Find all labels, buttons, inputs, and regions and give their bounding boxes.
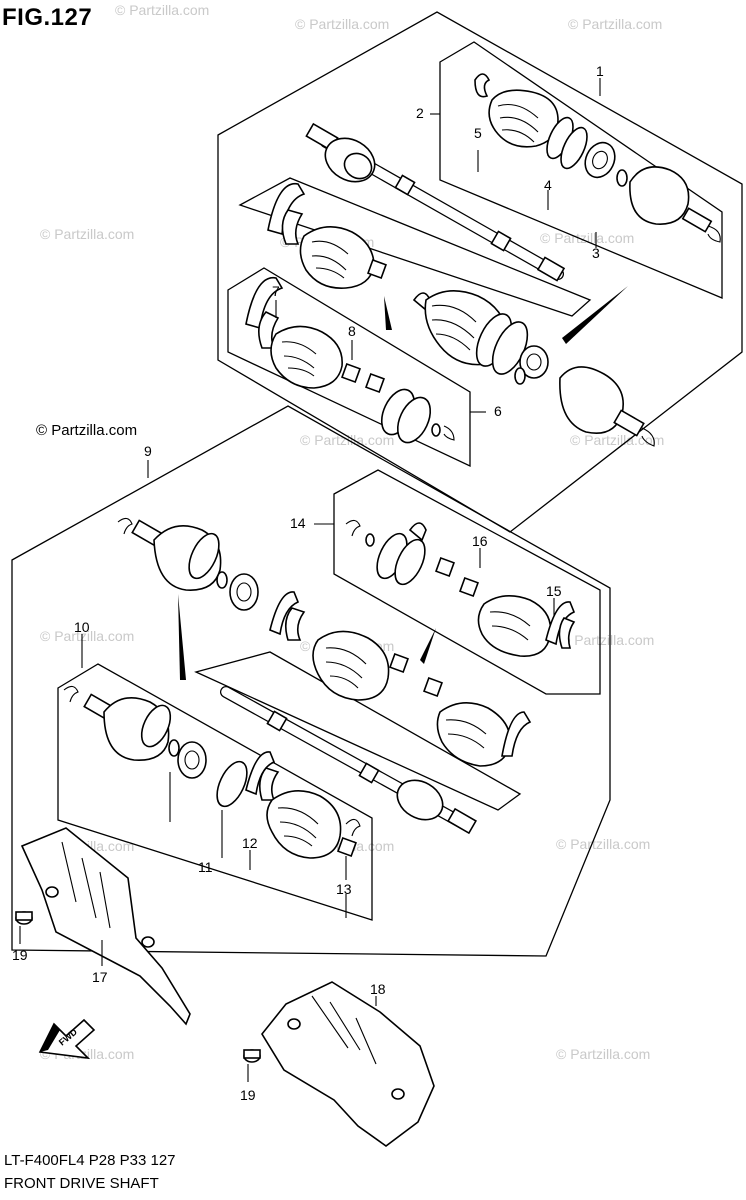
callout-9: 9 <box>144 443 152 459</box>
watermark: © Partzilla.com <box>568 16 663 32</box>
group-box-shaft-lower <box>194 651 522 811</box>
callout-16: 16 <box>472 533 488 549</box>
callout-14: 14 <box>290 515 306 531</box>
callout-1: 1 <box>596 63 604 79</box>
upper-assembly-frame <box>217 11 743 533</box>
callout-8: 8 <box>348 323 356 339</box>
callout-12: 12 <box>242 835 258 851</box>
pointer-wedge <box>562 286 628 344</box>
leader-lines-lower <box>81 460 555 918</box>
watermark: © Partzilla.com <box>40 226 135 242</box>
watermark: © Partzilla.com <box>295 16 390 32</box>
boot-kit-upper-left <box>267 182 387 289</box>
skid-plate-18 <box>261 981 435 1147</box>
skid-plate-17 <box>20 827 191 1026</box>
callout-17: 17 <box>92 969 108 985</box>
figure-title: FIG.127 <box>2 4 93 31</box>
callout-4: 4 <box>544 177 552 193</box>
callout-5: 5 <box>474 125 482 141</box>
watermark: © Partzilla.com <box>556 836 651 852</box>
bolt-19-left <box>15 911 33 944</box>
callout-10: 10 <box>74 619 90 635</box>
callout-18: 18 <box>370 981 386 997</box>
callout-7: 7 <box>272 283 280 299</box>
leader-lines-upper <box>275 78 601 413</box>
pointer-wedge <box>420 628 436 664</box>
footer-caption: FRONT DRIVE SHAFT <box>4 1175 159 1192</box>
pointer-wedge <box>178 594 186 680</box>
watermark-prominent: © Partzilla.com <box>36 422 138 439</box>
watermark: © Partzilla.com <box>540 230 635 246</box>
group-box-14 <box>333 469 601 695</box>
callout-3: 3 <box>592 245 600 261</box>
watermark: © Partzilla.com <box>115 2 210 18</box>
callout-19-left: 19 <box>12 947 28 963</box>
watermark: © Partzilla.com <box>570 432 665 448</box>
callout-2: 2 <box>416 105 424 121</box>
inner-cv-joint-lower <box>117 517 259 611</box>
boot-kit-14 <box>345 519 576 657</box>
group-box-1 <box>439 41 723 299</box>
group-box-6 <box>227 267 471 468</box>
callout-6: 6 <box>494 403 502 419</box>
lower-drive-shaft <box>220 686 477 835</box>
group-box-10 <box>57 663 373 921</box>
watermark: © Partzilla.com <box>556 1046 651 1062</box>
outer-cv-joint-upper <box>412 290 655 447</box>
fwd-arrow-icon: FWD <box>38 1018 96 1060</box>
group-box-5 <box>238 177 592 317</box>
callout-19-right: 19 <box>240 1087 256 1103</box>
boot-kit-middle <box>269 591 532 767</box>
inner-cv-joint-10 <box>63 685 361 859</box>
boot-kit-6 <box>245 276 455 444</box>
footer-model-code: LT-F400FL4 P28 P33 127 <box>4 1152 176 1169</box>
pointer-wedge <box>384 296 392 330</box>
upper-cv-joint-housing <box>305 122 376 183</box>
callout-11: 11 <box>198 859 213 875</box>
lower-assembly-frame <box>11 405 611 957</box>
watermark: © Partzilla.com <box>40 628 135 644</box>
boot-kit-upper <box>474 73 721 243</box>
watermark: © Partzilla.com <box>560 632 655 648</box>
bolt-19-right <box>243 1049 261 1082</box>
callout-13: 13 <box>336 881 352 897</box>
leader-lines-guards <box>101 940 377 1006</box>
callout-15: 15 <box>546 583 562 599</box>
